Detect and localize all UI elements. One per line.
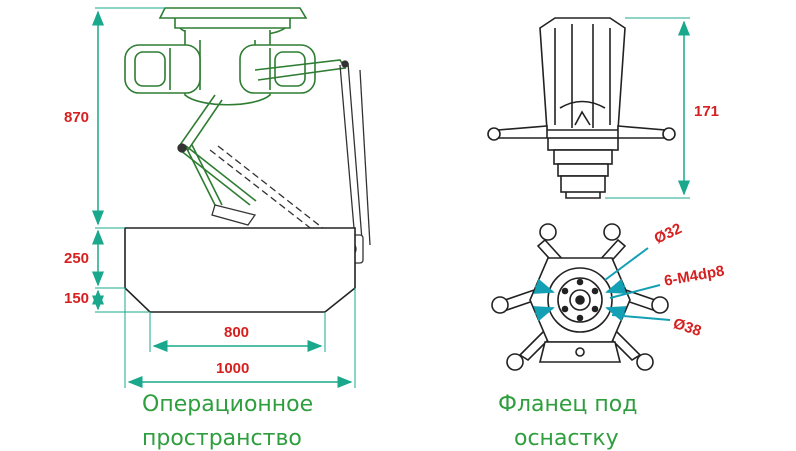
- workspace-caption-line1: Операционное: [142, 392, 314, 417]
- delta-robot-body: [124, 7, 347, 206]
- dim-width-800: 800: [224, 324, 250, 341]
- flange-caption-line1: Фланец под: [498, 392, 638, 417]
- flange-height-dimension: [605, 17, 690, 199]
- flange-caption-line2: оснастку: [514, 426, 619, 451]
- workspace-caption-line2: пространство: [142, 426, 302, 451]
- dim-width-1000: 1000: [216, 360, 250, 377]
- dim-flange-height-171: 171: [694, 103, 720, 120]
- flange-callout-arrows: [533, 247, 671, 322]
- workspace-envelope: [124, 227, 356, 313]
- dim-height-250: 250: [64, 250, 90, 267]
- flange-top-view: [491, 223, 669, 371]
- workspace-dimension-lines: [92, 7, 356, 388]
- dim-height-150: 150: [64, 290, 90, 307]
- flange-side-view: [487, 17, 676, 199]
- dim-height-870: 870: [64, 109, 90, 126]
